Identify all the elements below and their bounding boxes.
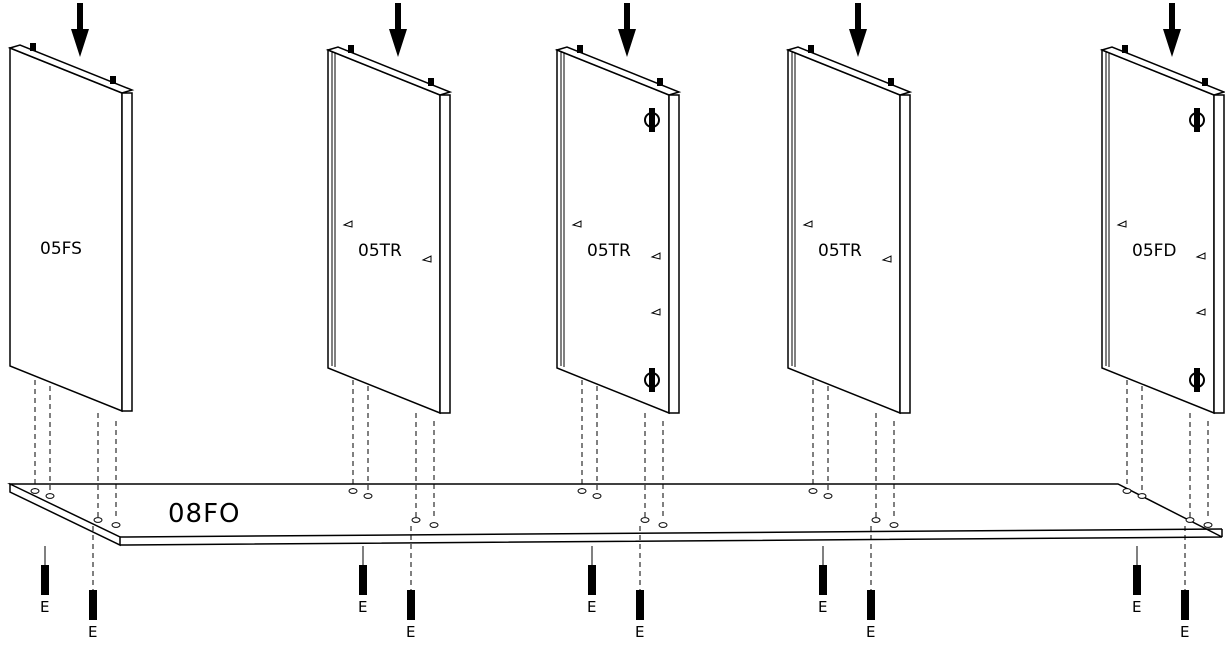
dowel-hole — [93, 517, 103, 523]
shelf-support — [1116, 220, 1127, 228]
dowel-hole — [658, 522, 668, 528]
dowel-icon — [867, 590, 875, 620]
base-panel-label: 08FO — [168, 499, 241, 529]
fastener-label: E — [406, 623, 415, 641]
shelf-support — [342, 220, 353, 228]
panel-edge — [668, 94, 680, 414]
fastener-label: E — [1132, 598, 1141, 616]
dowel-icon — [1181, 590, 1189, 620]
panel-label: 05FS — [40, 239, 82, 259]
shelf-support — [571, 220, 582, 228]
dowel-hole — [1203, 522, 1213, 528]
down-arrow-icon — [71, 3, 89, 57]
panel-top — [1099, 46, 1225, 96]
dowel-hole — [871, 517, 881, 523]
panel-top — [785, 46, 913, 96]
fastener-label: E — [635, 623, 644, 641]
panel-face — [9, 46, 123, 413]
panel-label: 05TR — [587, 241, 631, 261]
dowel-icon — [588, 565, 596, 595]
shelf-support — [421, 255, 432, 263]
dowel-hole — [640, 517, 650, 523]
panel-face — [327, 48, 441, 415]
down-arrow-icon — [389, 3, 407, 57]
panel-top — [325, 46, 453, 96]
side-panel-1: 05FS E E — [7, 3, 135, 641]
side-panel-5: 05FD E E — [1099, 3, 1225, 641]
panel-edge — [439, 94, 451, 414]
cam-fitting-body — [1194, 368, 1200, 392]
shelf-support — [1195, 308, 1206, 316]
down-arrow-icon — [1163, 3, 1181, 57]
dowel-hole — [1185, 517, 1195, 523]
dowel-hole — [45, 493, 55, 499]
top-pin — [348, 45, 354, 53]
top-pin — [110, 76, 116, 84]
dowel-hole — [429, 522, 439, 528]
top-pin — [1202, 78, 1208, 86]
dowel-hole — [823, 493, 833, 499]
shelf-support — [881, 255, 892, 263]
dowel-hole — [1137, 493, 1147, 499]
down-arrow-icon — [618, 3, 636, 57]
top-pin — [888, 78, 894, 86]
top-pin — [30, 43, 36, 51]
dowel-hole — [111, 522, 121, 528]
dowel-icon — [819, 565, 827, 595]
fastener-label: E — [1180, 623, 1189, 641]
panel-label: 05TR — [818, 241, 862, 261]
base-panel-08fo: 08FO — [7, 482, 1223, 547]
shelf-support — [650, 252, 661, 260]
panel-edge — [1213, 94, 1225, 414]
shelf-support — [802, 220, 813, 228]
panel-face — [787, 48, 901, 415]
dowel-icon — [89, 590, 97, 620]
panel-face — [556, 48, 670, 415]
panel-edge — [899, 94, 911, 414]
fastener-label: E — [88, 623, 97, 641]
panel-edge — [121, 92, 133, 412]
panel-top — [554, 46, 682, 96]
dowel-hole — [411, 517, 421, 523]
fastener-label: E — [40, 598, 49, 616]
top-pin — [1122, 45, 1128, 53]
top-pin — [577, 45, 583, 53]
panel-top — [7, 44, 135, 94]
fastener-label: E — [866, 623, 875, 641]
dowel-hole — [592, 493, 602, 499]
dowel-icon — [359, 565, 367, 595]
top-pin — [428, 78, 434, 86]
side-panel-2: 05TR E E — [325, 3, 453, 641]
panel-label: 05TR — [358, 241, 402, 261]
dowel-icon — [41, 565, 49, 595]
shelf-support — [650, 308, 661, 316]
down-arrow-icon — [849, 3, 867, 57]
fastener-label: E — [818, 598, 827, 616]
cam-fitting-body — [649, 368, 655, 392]
dowel-hole — [808, 488, 818, 494]
dowel-hole — [348, 488, 358, 494]
dowel-hole — [363, 493, 373, 499]
dowel-icon — [636, 590, 644, 620]
side-panel-4: 05TR E E — [785, 3, 913, 641]
panel-label: 05FD — [1132, 241, 1177, 261]
dowel-hole — [1122, 488, 1132, 494]
top-pin — [808, 45, 814, 53]
shelf-support — [1195, 252, 1206, 260]
dowel-hole — [577, 488, 587, 494]
side-panel-3: 05TR E E — [554, 3, 682, 641]
panel-face — [1101, 48, 1215, 415]
top-pin — [657, 78, 663, 86]
cam-fitting-body — [1194, 108, 1200, 132]
fastener-label: E — [587, 598, 596, 616]
dowel-hole — [30, 488, 40, 494]
dowel-icon — [407, 590, 415, 620]
dowel-hole — [889, 522, 899, 528]
cam-fitting-body — [649, 108, 655, 132]
dowel-icon — [1133, 565, 1141, 595]
fastener-label: E — [358, 598, 367, 616]
